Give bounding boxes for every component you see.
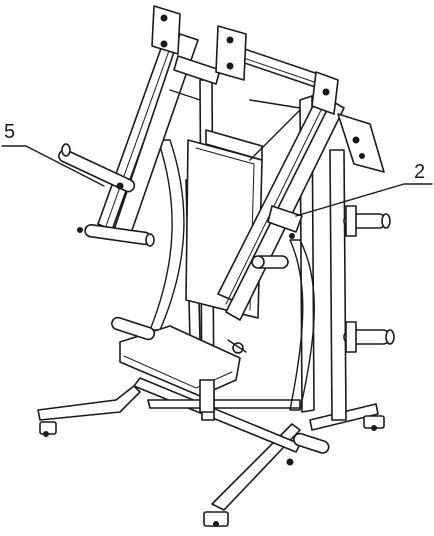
callout-5-leader	[1, 145, 105, 187]
right-press-arm	[215, 25, 385, 321]
left-press-arm	[58, 5, 221, 247]
callout-5: 5	[1, 121, 105, 187]
callout-2-label: 2	[414, 161, 425, 183]
callout-2-leader	[295, 183, 433, 217]
callout-5-label: 5	[4, 121, 15, 143]
seat	[111, 316, 247, 413]
base-frame	[37, 377, 385, 527]
callout-2: 2	[295, 161, 433, 217]
weight-horn-lower	[343, 321, 395, 353]
weight-horn-upper	[343, 205, 391, 237]
